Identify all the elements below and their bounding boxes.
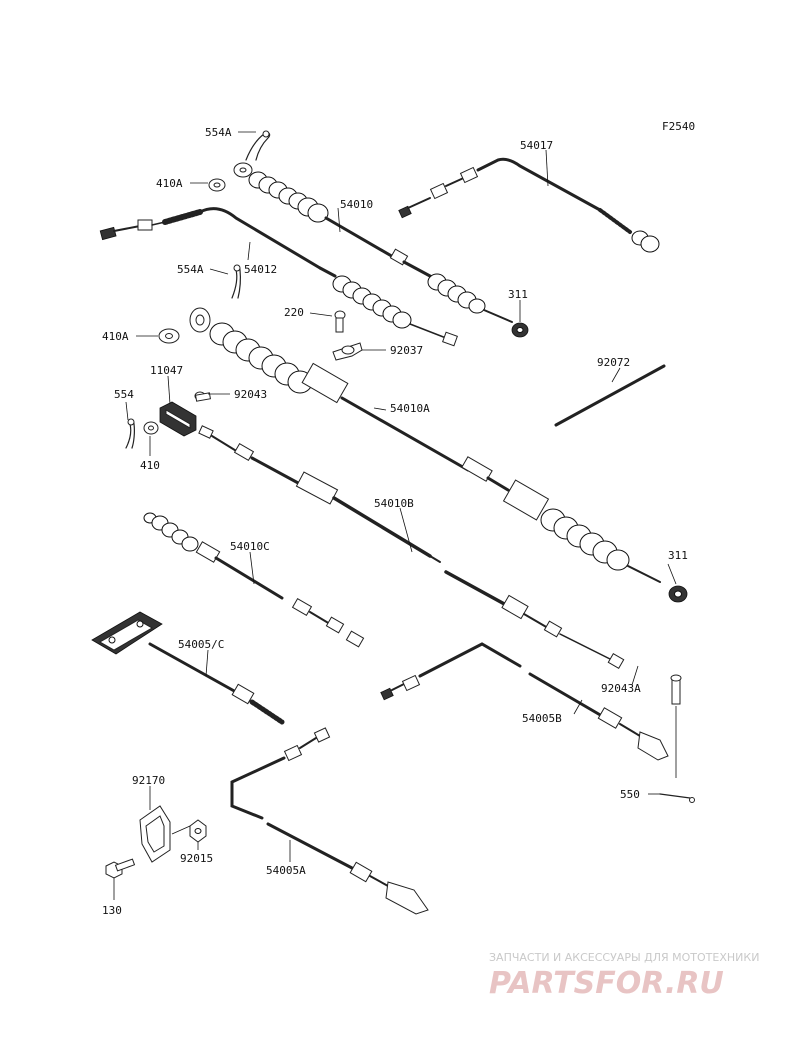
- leader-lines: [113, 131, 677, 900]
- label-54010a: 54010A: [390, 402, 430, 415]
- part-54010a-cable: [189, 307, 661, 583]
- watermark-tagline: ЗАПЧАСТИ И АКСЕССУАРЫ ДЛЯ МОТОТЕХНИКИ: [489, 951, 759, 964]
- part-92072-rod: [554, 364, 666, 427]
- part-92043-bolt: [194, 391, 211, 402]
- label-410a: 410A: [156, 177, 183, 190]
- part-54010-cable: [233, 162, 513, 323]
- label-54010: 54010: [340, 198, 373, 211]
- part-11047-bracket: [159, 401, 197, 437]
- part-54010c-cable: [143, 512, 365, 648]
- part-410-washer: [143, 421, 159, 435]
- part-54005a-cable: [230, 727, 429, 915]
- label-220: 220: [284, 306, 304, 319]
- part-554a-cotter-pin-lower: [231, 264, 241, 299]
- label-92043: 92043: [234, 388, 267, 401]
- part-54010a-boot: [209, 322, 349, 404]
- part-54005c-cable: [91, 611, 285, 725]
- label-92072: 92072: [597, 356, 630, 369]
- part-54010-boot: [248, 171, 329, 223]
- label-554: 554: [114, 388, 134, 401]
- part-410a-washer-top: [208, 178, 226, 192]
- part-554a-cotter-pin-top: [245, 130, 271, 161]
- label-550: 550: [620, 788, 640, 801]
- label-311-upper: 311: [508, 288, 528, 301]
- watermark: ЗАПЧАСТИ И АКСЕССУАРЫ ДЛЯ МОТОТЕХНИКИ PA…: [489, 951, 759, 1001]
- part-92043a-pin: [670, 674, 682, 705]
- label-54005c: 54005/C: [178, 638, 224, 651]
- label-54010b: 54010B: [374, 497, 414, 510]
- part-54012-cable: [99, 207, 458, 347]
- part-92015-nut: [189, 819, 207, 843]
- label-410: 410: [140, 459, 160, 472]
- label-92037: 92037: [390, 344, 423, 357]
- part-410a-washer-lower: [158, 328, 180, 344]
- part-554-cotter-pin: [125, 418, 135, 449]
- label-130: 130: [102, 904, 122, 917]
- label-92170: 92170: [132, 774, 165, 787]
- label-54017: 54017: [520, 139, 553, 152]
- part-54010-boot-lower: [427, 273, 486, 314]
- part-220-bolt: [334, 310, 346, 333]
- part-311-nut-upper: [511, 322, 529, 338]
- label-54005b: 54005B: [522, 712, 562, 725]
- figure-code: F2540: [662, 120, 695, 133]
- label-11047: 11047: [150, 364, 183, 377]
- part-labels: 554A 410A 54017 54010 554A 54012 311 220…: [102, 126, 688, 917]
- watermark-brand: PARTSFOR.RU: [489, 966, 724, 1001]
- part-311-nut-lower: [668, 585, 688, 603]
- part-54017-cable: [398, 157, 660, 253]
- label-554a-lower: 554A: [177, 263, 204, 276]
- label-54005a: 54005A: [266, 864, 306, 877]
- label-92043a: 92043A: [601, 682, 641, 695]
- part-92170-bracket: [139, 805, 171, 863]
- part-54005b-cable: [380, 642, 669, 761]
- part-130-bolt: [105, 858, 136, 879]
- label-54012: 54012: [244, 263, 277, 276]
- label-554a: 554A: [205, 126, 232, 139]
- label-311-lower: 311: [668, 549, 688, 562]
- part-550-clip: [659, 793, 695, 803]
- part-92037-clamp: [332, 342, 363, 361]
- part-54010a-boot-lower: [502, 479, 630, 571]
- label-54010c: 54010C: [230, 540, 270, 553]
- label-92015: 92015: [180, 852, 213, 865]
- part-54010b-cable: [198, 425, 625, 670]
- label-410a-lower: 410A: [102, 330, 129, 343]
